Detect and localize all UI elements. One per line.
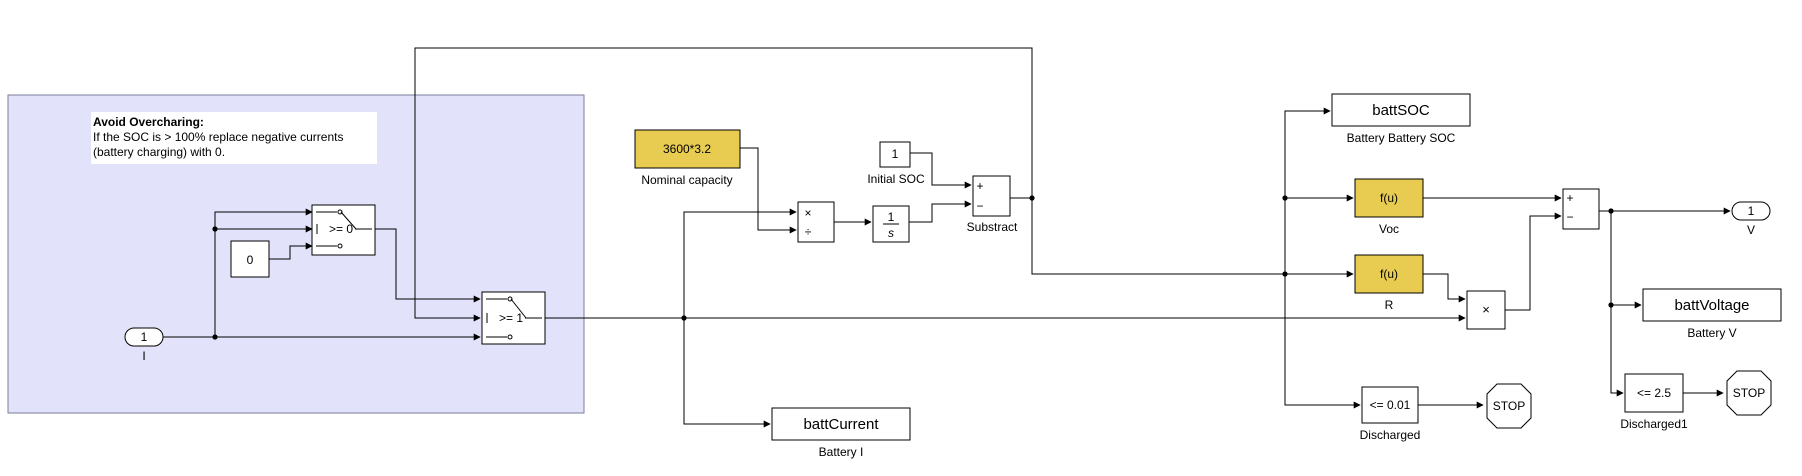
constant-zero-block[interactable]: 0 — [230, 240, 270, 278]
outport-v-label: V — [1747, 223, 1755, 237]
nominal-capacity-block[interactable]: 3600*3.2 Nominal capacity — [634, 129, 741, 187]
discharged1-label: Discharged1 — [1620, 417, 1688, 431]
initial-soc-value: 1 — [892, 147, 899, 161]
r-label: R — [1385, 298, 1394, 312]
sum-minus: − — [1566, 210, 1573, 224]
multiply-block[interactable]: × — [1466, 290, 1506, 330]
nominal-capacity-value: 3600*3.2 — [663, 142, 711, 156]
batt-voltage-block[interactable]: battVoltage Battery V — [1642, 288, 1782, 340]
batt-current-label: Battery I — [819, 445, 864, 459]
integrator-denominator: s — [888, 226, 894, 240]
subtract-label: Substract — [967, 220, 1018, 234]
sum-block[interactable]: + − — [1562, 188, 1600, 230]
discharged1-block[interactable]: <= 2.5 Discharged1 — [1620, 373, 1688, 431]
multiply-sign: × — [1482, 302, 1490, 317]
stop1-block[interactable]: STOP — [1486, 383, 1532, 429]
initial-soc-label: Initial SOC — [867, 172, 925, 186]
inport-i-value: 1 — [141, 330, 148, 344]
stop2-block[interactable]: STOP — [1726, 370, 1772, 416]
discharged-condition: <= 0.01 — [1370, 398, 1411, 412]
subtract-block[interactable]: + − Substract — [967, 175, 1018, 234]
voc-function: f(u) — [1380, 191, 1398, 205]
line-in-to-switch1-top[interactable] — [214, 208, 313, 337]
annotation-line2: (battery charging) with 0. — [93, 145, 225, 159]
batt-current-name: battCurrent — [803, 416, 879, 433]
line-current-to-scope[interactable] — [683, 318, 771, 428]
sum-plus: + — [1566, 191, 1573, 205]
inport-i-block[interactable]: 1 I — [124, 327, 164, 363]
voc-block[interactable]: f(u) Voc — [1354, 178, 1424, 236]
line-soc-to-scope[interactable] — [1284, 107, 1331, 274]
product-divide-sign: ÷ — [805, 225, 812, 239]
constant-zero-value: 0 — [247, 253, 254, 267]
initial-soc-block[interactable]: 1 Initial SOC — [867, 141, 925, 186]
r-function: f(u) — [1380, 267, 1398, 281]
discharged-label: Discharged — [1360, 428, 1421, 442]
line-switch1-to-switch2[interactable] — [375, 228, 481, 303]
switch2-block[interactable]: >= 1 — [481, 291, 546, 345]
outport-v-value: 1 — [1748, 204, 1755, 218]
integrator-numerator: 1 — [888, 210, 895, 224]
product-block[interactable]: × ÷ — [797, 201, 835, 243]
subtract-plus: + — [976, 179, 983, 193]
branch-points — [212, 195, 1614, 340]
annotation-line1: If the SOC is > 100% replace negative cu… — [93, 130, 343, 144]
product-multiply-sign: × — [804, 206, 811, 220]
line-r-to-multiply[interactable] — [1423, 273, 1466, 303]
inport-i-label: I — [142, 349, 145, 363]
outport-v-block[interactable]: 1 V — [1731, 201, 1771, 237]
line-multiply-to-sum[interactable] — [1505, 212, 1562, 311]
batt-soc-name: battSOC — [1372, 102, 1430, 119]
line-sum-to-scope[interactable] — [1610, 211, 1642, 309]
batt-soc-block[interactable]: battSOC Battery Battery SOC — [1331, 93, 1471, 145]
nominal-capacity-label: Nominal capacity — [641, 173, 732, 187]
line-integrator-to-subtract[interactable] — [909, 200, 972, 223]
voc-label: Voc — [1379, 222, 1399, 236]
stop2-text: STOP — [1733, 386, 1765, 400]
line-soc-to-discharged[interactable] — [1284, 274, 1361, 409]
line-zero-to-switch1[interactable] — [269, 242, 313, 260]
line-soc-to-r[interactable] — [1010, 197, 1354, 278]
stop1-text: STOP — [1493, 399, 1525, 413]
annotation-title: Avoid Overcharing: — [93, 115, 204, 129]
switch1-criteria: >= 0 — [329, 222, 353, 236]
switch1-block[interactable]: >= 0 — [311, 204, 376, 256]
batt-current-block[interactable]: battCurrent Battery I — [771, 407, 911, 459]
line-initsoc-to-subtract[interactable] — [910, 152, 972, 189]
switch2-criteria: >= 1 — [499, 311, 523, 325]
batt-voltage-name: battVoltage — [1674, 297, 1749, 314]
batt-voltage-label: Battery V — [1687, 326, 1736, 340]
line-sum-to-discharged1[interactable] — [1610, 305, 1624, 397]
line-current-to-product[interactable] — [683, 208, 797, 318]
line-soc-feedback[interactable] — [414, 47, 1033, 322]
subtract-minus: − — [976, 199, 983, 213]
batt-soc-label: Battery Battery SOC — [1347, 131, 1456, 145]
annotation-box[interactable] — [91, 112, 377, 164]
discharged1-condition: <= 2.5 — [1637, 386, 1671, 400]
integrator-block[interactable]: 1 s — [872, 205, 910, 243]
discharged-block[interactable]: <= 0.01 Discharged — [1360, 386, 1421, 442]
r-block[interactable]: f(u) R — [1354, 254, 1424, 312]
line-capacity-to-product[interactable] — [740, 147, 797, 234]
